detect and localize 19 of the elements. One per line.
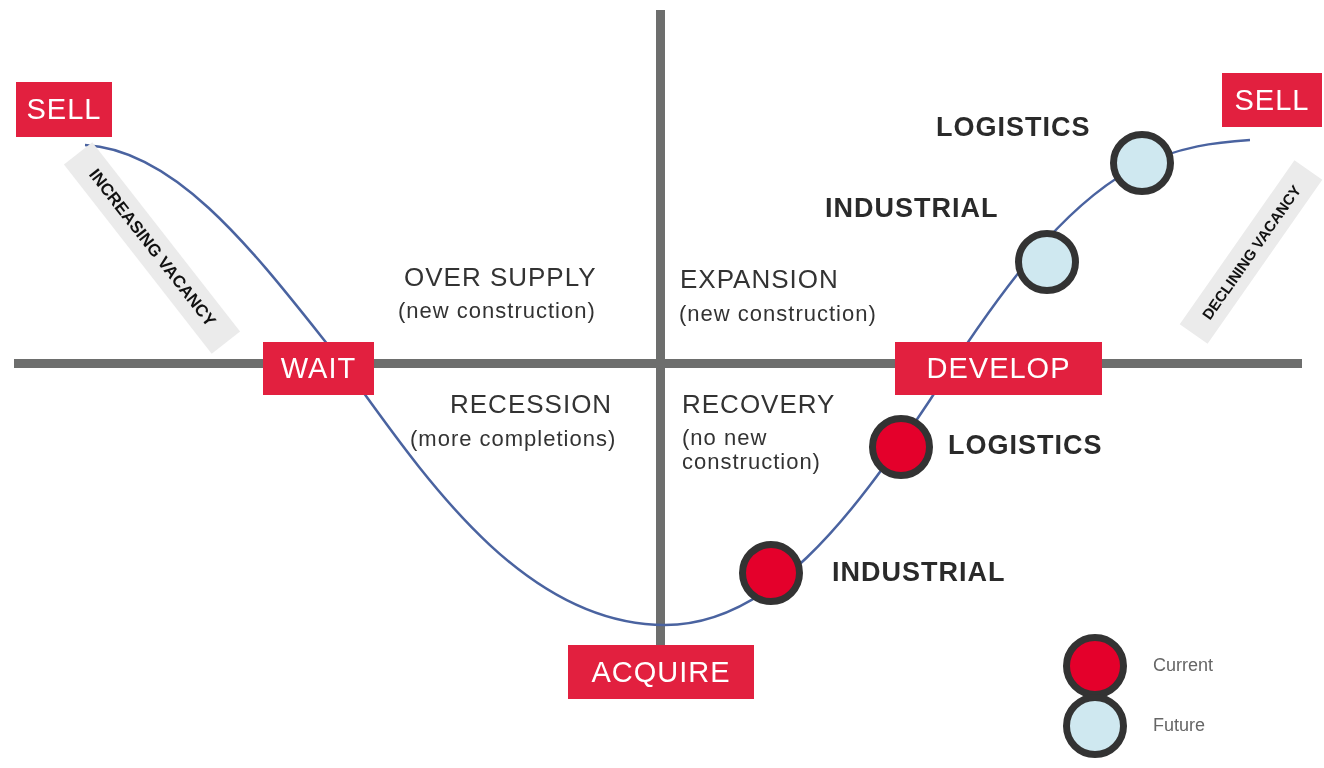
sector-label: INDUSTRIAL [832, 557, 1006, 588]
phase-tag: ACQUIRE [568, 645, 754, 699]
quadrant-note: (more completions) [410, 426, 617, 452]
sector-label: LOGISTICS [948, 430, 1103, 461]
phase-tag: SELL [16, 82, 112, 137]
quadrant-title: RECOVERY [682, 389, 836, 420]
sector-label: LOGISTICS [936, 112, 1091, 143]
quadrant-title: RECESSION [450, 389, 613, 420]
phase-tag: WAIT [263, 342, 374, 395]
quadrant-note: (new construction) [679, 301, 877, 327]
quadrant-note: (new construction) [398, 298, 596, 324]
legend-label: Future [1153, 715, 1206, 736]
legend-label: Current [1153, 655, 1214, 676]
quadrant-title: EXPANSION [680, 264, 839, 295]
quadrant-title: OVER SUPPLY [404, 262, 597, 293]
phase-tag: SELL [1222, 73, 1322, 127]
phase-tag: DEVELOP [895, 342, 1102, 395]
sector-label: INDUSTRIAL [825, 193, 999, 224]
quadrant-note: (no new construction) [682, 426, 822, 474]
